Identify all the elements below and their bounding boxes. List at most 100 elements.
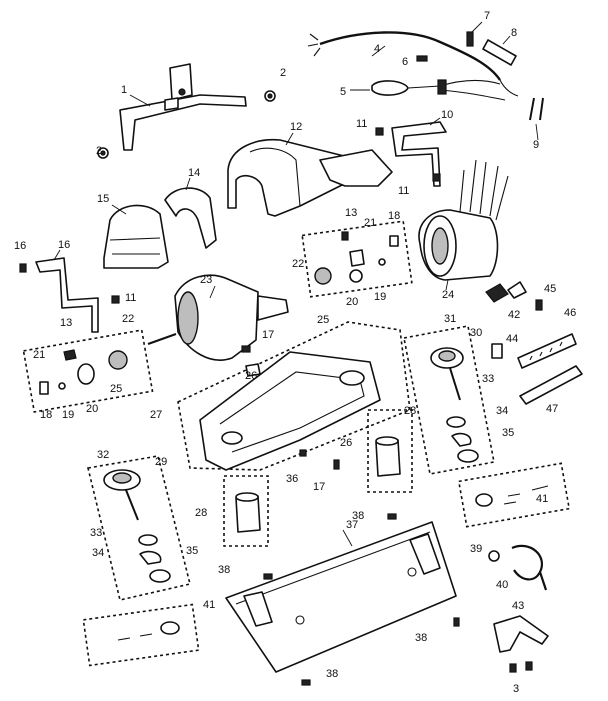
screw-11-right — [432, 173, 441, 182]
strain-relief — [482, 35, 517, 66]
power-cord — [307, 31, 519, 97]
callout-30: 30 — [470, 327, 482, 339]
callout-22-right: 22 — [292, 258, 304, 270]
bearing-28-left-group — [223, 475, 269, 547]
nut-2-left — [97, 147, 109, 159]
brush-holder-bracket — [119, 63, 247, 151]
switch-44 — [491, 343, 503, 359]
callout-42: 42 — [508, 309, 520, 321]
mounting-bracket-10 — [391, 117, 447, 187]
callout-41-left: 41 — [203, 599, 215, 611]
screw-36 — [299, 449, 307, 457]
screw-38-d — [301, 679, 311, 686]
wire-terminals — [529, 97, 544, 141]
gear-housing — [199, 351, 381, 471]
screw-17 — [333, 459, 340, 470]
callout-26: 26 — [340, 437, 352, 449]
clip-42 — [485, 283, 509, 303]
callout-13-right: 13 — [345, 207, 357, 219]
callout-44: 44 — [506, 333, 518, 345]
callout-35-left: 35 — [186, 545, 198, 557]
callout-35-right: 35 — [502, 427, 514, 439]
callout-20-right: 20 — [346, 296, 358, 308]
wire-connector — [350, 79, 506, 101]
blade-47 — [519, 365, 583, 405]
rack-46 — [517, 333, 577, 369]
callout-2-left: 2 — [96, 145, 102, 157]
brush-assembly-left-group — [22, 329, 154, 413]
callout-10: 10 — [441, 109, 453, 121]
callout-4: 4 — [374, 43, 380, 55]
bracket-16 — [35, 249, 99, 333]
callout-47: 47 — [546, 403, 558, 415]
callout-33-right: 33 — [482, 373, 494, 385]
nut-2-upper — [264, 90, 276, 102]
callout-11-right: 11 — [398, 185, 409, 197]
gear-set-left — [103, 469, 171, 583]
brush-assembly-right-group — [301, 220, 413, 298]
callout-36: 36 — [286, 473, 298, 485]
screws-3 — [509, 661, 533, 673]
screw-17-upper — [241, 345, 251, 353]
callout-18-left: 18 — [40, 409, 52, 421]
callout-16-right: 16 — [58, 239, 70, 251]
callout-31: 31 — [444, 313, 456, 325]
callout-38-right: 38 — [415, 632, 427, 644]
bearing-28-left — [235, 492, 261, 533]
callout-12: 12 — [290, 121, 302, 133]
callout-43: 43 — [512, 600, 524, 612]
callout-18-right: 18 — [388, 210, 400, 222]
screw-38-c — [453, 617, 460, 627]
screw-38-a — [387, 513, 397, 520]
gear-housing-group — [177, 321, 411, 471]
nut-39 — [488, 550, 500, 562]
callout-21-right: 21 — [364, 217, 376, 229]
callout-8: 8 — [511, 27, 517, 39]
spring-40 — [511, 544, 548, 591]
hardware-41-left-group — [82, 603, 200, 667]
callout-22-left: 22 — [122, 313, 134, 325]
screw-16 — [19, 263, 27, 273]
lever-43 — [493, 615, 549, 653]
callout-39: 39 — [470, 543, 482, 555]
callout-24: 24 — [442, 289, 454, 301]
callout-45: 45 — [544, 283, 556, 295]
fan-baffle — [164, 177, 217, 249]
callout-26-top: 26 — [245, 370, 257, 382]
callout-14: 14 — [188, 167, 200, 179]
brush-right-parts — [314, 231, 399, 285]
callout-17: 17 — [313, 481, 325, 493]
callout-20-left: 20 — [86, 403, 98, 415]
callout-19-left: 19 — [62, 409, 74, 421]
hardware-41-right-group — [457, 462, 571, 528]
screw-11-top — [375, 127, 384, 136]
field-coil-assembly — [418, 159, 509, 291]
motor-housing-cover — [227, 132, 393, 217]
callout-34-right: 34 — [496, 405, 508, 417]
callout-38-left: 38 — [218, 564, 230, 576]
gear-set-right-group — [403, 325, 495, 475]
callout-5: 5 — [340, 86, 346, 98]
armature — [147, 274, 289, 361]
callout-9: 9 — [533, 139, 539, 151]
callout-23: 23 — [200, 274, 212, 286]
screw-6 — [416, 55, 428, 62]
callout-38-bottom: 38 — [326, 668, 338, 680]
callout-38-top: 38 — [352, 510, 364, 522]
bearing-28-right-group — [367, 409, 413, 493]
callout-33-left: 33 — [90, 527, 102, 539]
blade-guard — [103, 204, 169, 269]
callout-labels: 7 8 4 6 5 9 1 2 2 12 11 10 11 14 15 16 1… — [14, 10, 576, 695]
callout-32: 32 — [97, 449, 109, 461]
callout-11-left: 11 — [125, 292, 136, 304]
screw-45 — [535, 299, 543, 311]
base-plate — [225, 521, 457, 673]
hardware-41-left — [117, 621, 180, 641]
callout-41-right: 41 — [536, 493, 548, 505]
callout-13-left: 13 — [60, 317, 72, 329]
callout-11-top: 11 — [356, 118, 367, 130]
brush-left-parts — [39, 349, 128, 395]
callout-28-right: 28 — [404, 405, 416, 417]
callout-28-left: 28 — [195, 507, 207, 519]
